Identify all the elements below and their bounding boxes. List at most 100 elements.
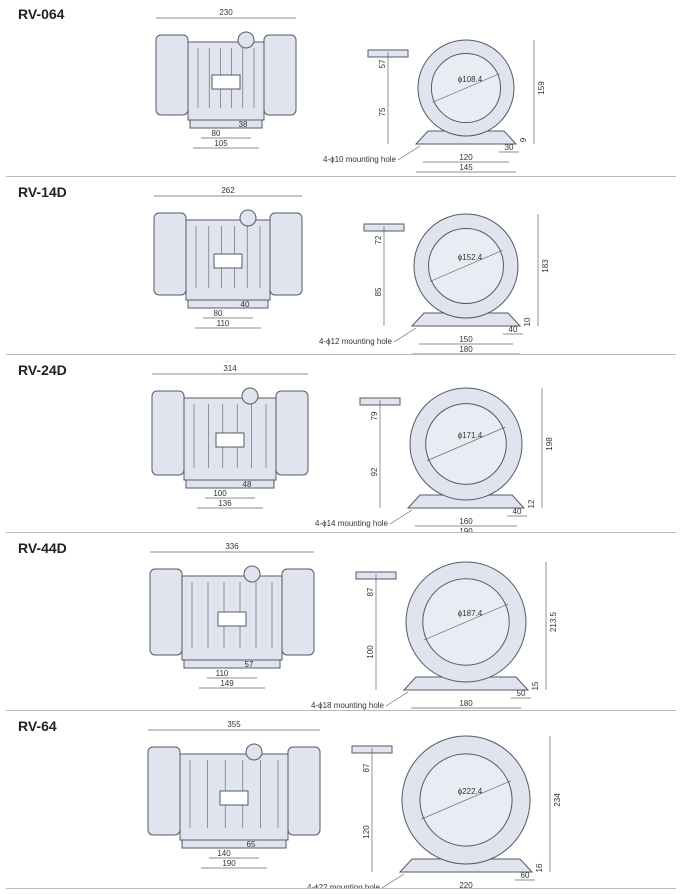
foot-width-label: 60 <box>521 871 530 880</box>
hole-leader <box>385 691 409 707</box>
upper-label: 79 <box>370 411 379 420</box>
width-label: 145 <box>459 163 473 172</box>
height-label: 159 <box>537 81 546 95</box>
model-name: RV-14D <box>18 184 67 200</box>
base-feet <box>185 479 275 489</box>
hole-span-label: 180 <box>459 699 473 708</box>
height-label: 213.5 <box>549 611 558 632</box>
upper-label: 87 <box>366 587 375 596</box>
end-cap-right <box>269 212 303 296</box>
base-feet <box>187 299 269 309</box>
base-inner-label: 100 <box>213 489 227 498</box>
diameter-line <box>429 250 503 282</box>
foot-label: 38 <box>239 120 248 129</box>
foot-label: 48 <box>243 480 252 489</box>
hole-leader <box>389 509 413 525</box>
end-cap-left <box>153 212 187 296</box>
foot-height-label: 16 <box>535 863 544 872</box>
length-label: 314 <box>223 364 237 373</box>
foot-height-label: 15 <box>531 681 540 690</box>
foot-height-label: 10 <box>523 317 532 326</box>
upper-label: 57 <box>378 59 387 68</box>
hole-leader <box>393 327 417 343</box>
base-outer-label: 190 <box>222 859 236 868</box>
terminal-box <box>211 74 241 90</box>
base-outer-label: 149 <box>220 679 234 688</box>
diameter-line <box>426 426 506 462</box>
model-name: RV-24D <box>18 362 67 378</box>
model-name: RV-64 <box>18 718 57 734</box>
foot-height-label: 12 <box>527 499 536 508</box>
base-feet <box>181 839 287 849</box>
width-label: 190 <box>459 527 473 532</box>
cable-gland <box>245 743 263 761</box>
base-inner-label: 80 <box>212 129 221 138</box>
model-name: RV-064 <box>18 6 65 22</box>
foot-label: 65 <box>247 840 256 849</box>
hole-leader <box>381 873 405 888</box>
foot-label: 40 <box>241 300 250 309</box>
base-outer-label: 110 <box>217 319 230 328</box>
hole-span-label: 160 <box>459 517 473 526</box>
diameter-label: ϕ108.4 <box>458 75 483 84</box>
motor-section: RV-6435514065190ϕ222.4871202341660220270… <box>6 712 676 889</box>
terminal-box <box>213 253 243 269</box>
base-outer-label: 136 <box>218 499 232 508</box>
foot-width-label: 40 <box>509 325 518 334</box>
foot-width-label: 30 <box>505 143 514 152</box>
mounting-hole-label: 4-ϕ10 mounting hole <box>323 155 397 164</box>
base-feet <box>183 659 281 669</box>
base-outer-label: 105 <box>214 139 228 148</box>
hole-span-label: 150 <box>459 335 473 344</box>
width-label: 220 <box>459 709 473 710</box>
lower-label: 85 <box>374 287 383 296</box>
height-label: 234 <box>553 793 562 807</box>
lower-label: 75 <box>378 107 387 116</box>
drawing: 33611057149ϕ187.487100213.515501802204-ϕ… <box>149 542 558 710</box>
end-cap-left <box>147 746 181 836</box>
diameter-label: ϕ187.4 <box>458 609 483 618</box>
hole-leader <box>397 145 421 161</box>
end-cap-left <box>151 390 185 476</box>
width-label: 180 <box>459 345 473 354</box>
length-label: 355 <box>227 720 241 729</box>
length-label: 230 <box>219 8 233 17</box>
diameter-line <box>423 603 509 641</box>
diameter-line <box>421 780 511 820</box>
end-cap-right <box>287 746 321 836</box>
upper-label: 72 <box>374 235 383 244</box>
cable-gland <box>237 31 255 49</box>
mounting-hole-label: 4-ϕ12 mounting hole <box>319 337 393 346</box>
end-cap-right <box>263 34 297 116</box>
upper-label: 87 <box>362 763 371 772</box>
terminal-box <box>217 611 247 627</box>
length-label: 336 <box>225 542 239 551</box>
lower-label: 120 <box>362 825 371 839</box>
foot-width-label: 40 <box>513 507 522 516</box>
cable-gland <box>243 565 261 583</box>
height-label: 198 <box>545 437 554 451</box>
lower-label: 92 <box>370 467 379 476</box>
cable-gland <box>239 209 257 227</box>
model-name: RV-44D <box>18 540 67 556</box>
terminal-box <box>219 790 249 806</box>
mounting-hole-label: 4-ϕ14 mounting hole <box>315 519 389 528</box>
mounting-hole-label: 4-ϕ18 mounting hole <box>311 701 385 710</box>
base-feet <box>189 119 263 129</box>
hole-span-label: 220 <box>459 881 473 888</box>
terminal-box <box>215 432 245 448</box>
height-label: 183 <box>541 259 550 273</box>
length-label: 262 <box>221 186 235 195</box>
end-cap-right <box>275 390 309 476</box>
diameter-label: ϕ152.4 <box>458 253 483 262</box>
mounting-hole-label: 4-ϕ22 mounting hole <box>307 883 381 888</box>
base-inner-label: 140 <box>217 849 231 858</box>
diameter-label: ϕ171.4 <box>458 431 483 440</box>
diameter-label: ϕ222.4 <box>458 787 483 796</box>
